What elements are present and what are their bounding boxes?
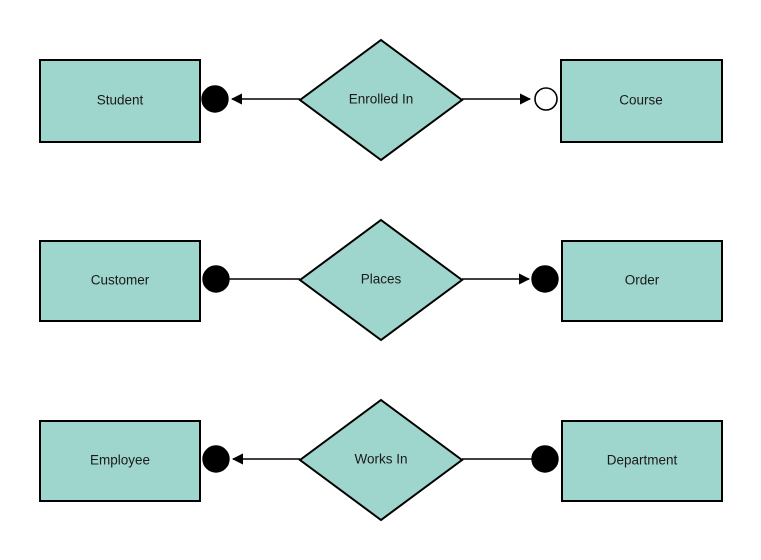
- cardinality-marker-student-filled[interactable]: [201, 85, 229, 113]
- cardinality-marker-course-hollow[interactable]: [534, 87, 558, 111]
- relationship-enrolled-in[interactable]: [298, 38, 464, 162]
- er-row-1: Student Enrolled In Course: [39, 38, 723, 162]
- cardinality-marker-order-filled[interactable]: [531, 265, 559, 293]
- relationship-places[interactable]: [298, 218, 464, 342]
- cardinality-marker-department-filled[interactable]: [531, 445, 559, 473]
- relationship-works-in[interactable]: [298, 398, 464, 522]
- cardinality-marker-employee-filled[interactable]: [202, 445, 230, 473]
- entity-department[interactable]: [561, 420, 723, 502]
- entity-order[interactable]: [561, 240, 723, 322]
- entity-customer[interactable]: [39, 240, 201, 322]
- entity-student[interactable]: [39, 59, 201, 143]
- cardinality-marker-customer-filled[interactable]: [202, 265, 230, 293]
- er-row-3: Employee Works In Department: [39, 398, 723, 522]
- entity-employee[interactable]: [39, 420, 201, 502]
- er-row-2: Customer Places Order: [39, 218, 723, 342]
- entity-course[interactable]: [560, 59, 723, 143]
